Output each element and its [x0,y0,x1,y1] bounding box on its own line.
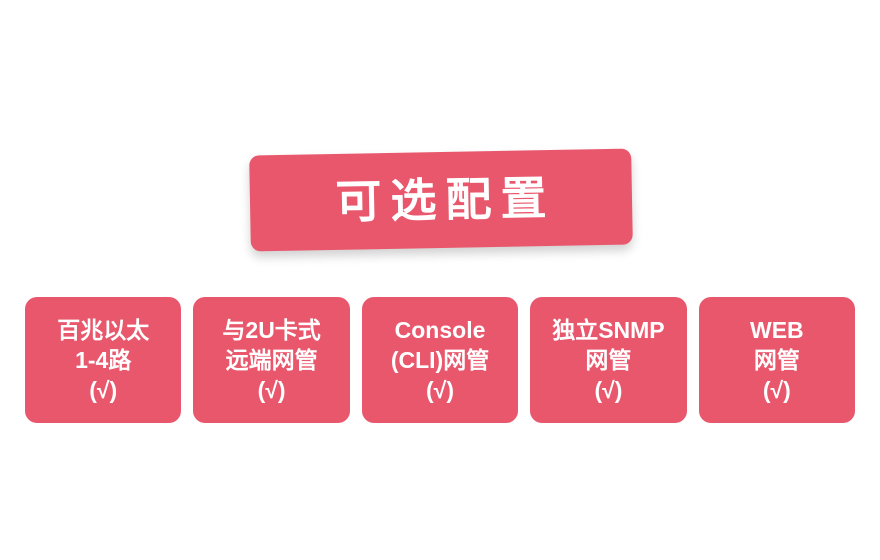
option-card-line-1: 与2U卡式 [222,317,321,343]
option-card-check-mark: (√) [257,377,286,403]
banner-title: 可选配置 [335,171,556,228]
option-card-line-1: 百兆以太 [57,317,150,343]
option-card-line-2: 1-4路 [75,347,132,373]
option-card-line-2: 远端网管 [225,347,318,373]
option-card-web-management[interactable]: WEB 网管 (√) [698,297,856,423]
option-card-ethernet[interactable]: 百兆以太 1-4路 (√) [25,297,182,423]
option-card-line-1: WEB [749,317,804,343]
option-card-standalone-snmp-management[interactable]: 独立SNMP 网管 (√) [530,297,687,423]
option-card-check-mark: (√) [89,377,118,403]
option-card-row: 百兆以太 1-4路 (√) 与2U卡式 远端网管 (√) Console (CL… [25,297,856,423]
option-card-check-mark: (√) [426,377,454,403]
option-card-line-2: 网管 [585,347,632,373]
option-card-check-mark: (√) [762,377,791,403]
option-card-2u-card-remote-management[interactable]: 与2U卡式 远端网管 (√) [193,297,350,423]
optional-config-banner: 可选配置 [249,148,633,252]
option-card-console-cli-management[interactable]: Console (CLI)网管 (√) [361,297,519,423]
banner-shape: 可选配置 [249,148,633,252]
option-card-line-2: (CLI)网管 [390,347,490,373]
option-card-check-mark: (√) [594,377,623,403]
option-card-line-1: Console [394,317,486,343]
option-card-line-1: 独立SNMP [552,317,665,343]
option-card-line-2: 网管 [753,347,800,373]
